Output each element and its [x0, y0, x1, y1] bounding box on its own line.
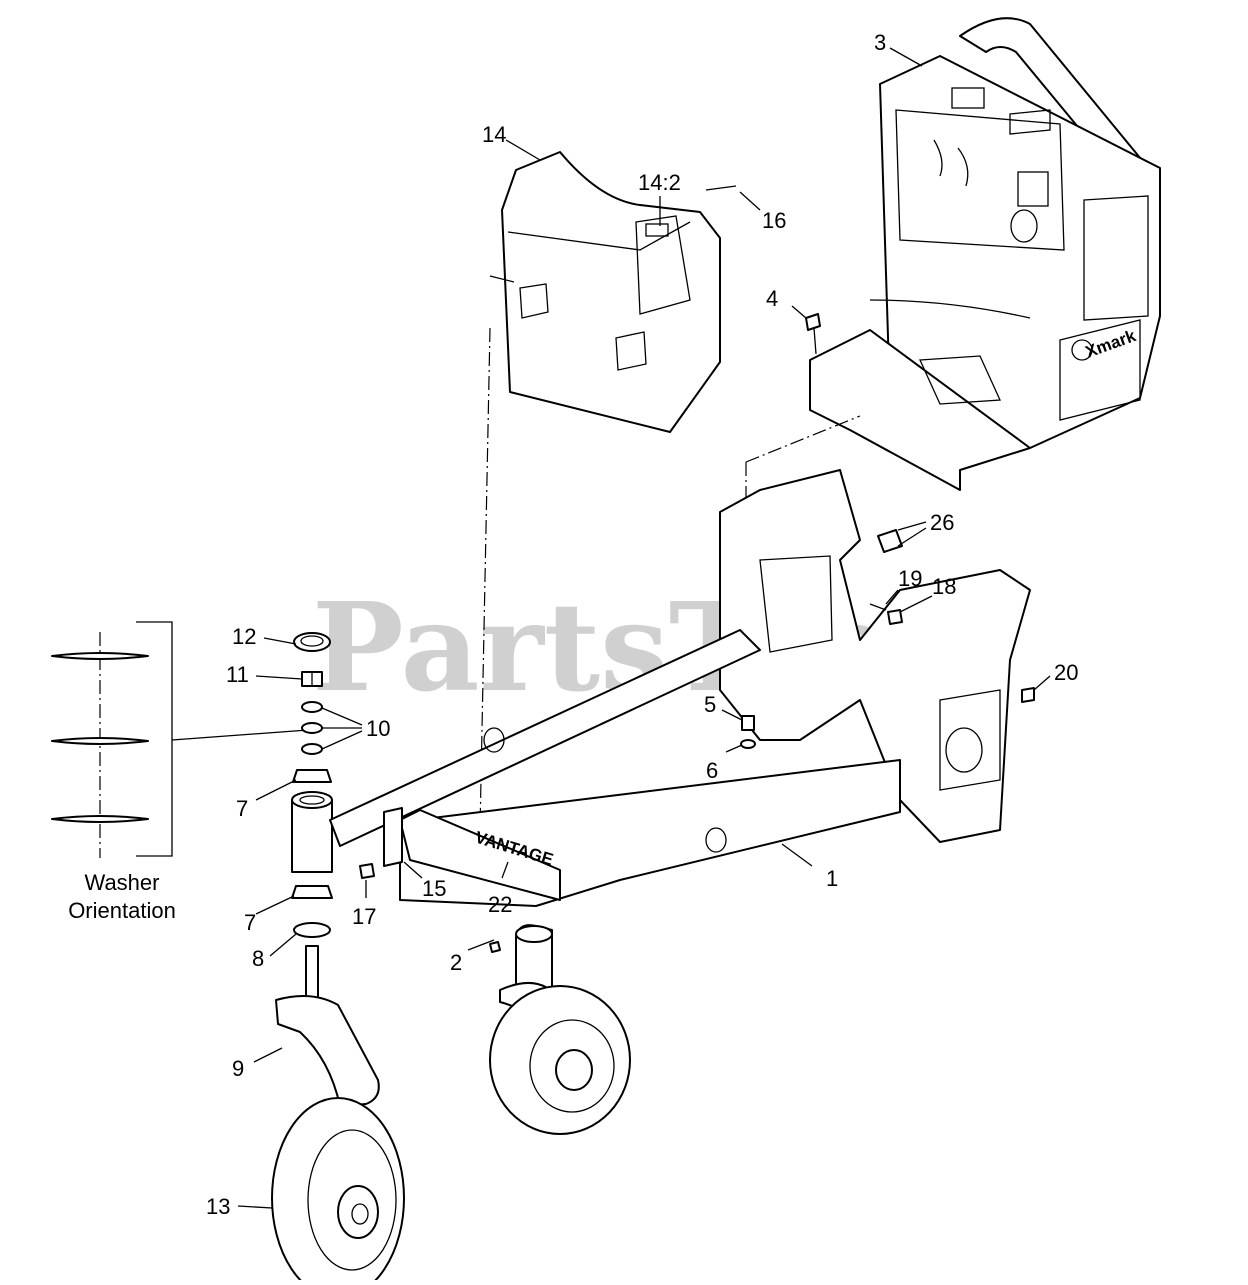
part-3-control-console: Xmark	[809, 17, 1161, 491]
part-7-bearing-upper	[292, 769, 332, 783]
part-10-washer-c	[301, 743, 323, 755]
part-4-bolt	[805, 313, 821, 331]
part-15-bracket	[383, 807, 403, 867]
washer-profile-middle	[51, 737, 149, 745]
callout-8: 8	[252, 946, 264, 971]
washer-profile-bottom	[51, 815, 149, 823]
part-20-nut	[1021, 687, 1035, 703]
caster-spindle	[305, 945, 319, 1001]
part-6-washer	[740, 739, 756, 749]
callout-26: 26	[930, 510, 954, 535]
part-8-seal	[293, 922, 331, 938]
washer-orientation-line2: Orientation	[68, 898, 176, 923]
callout-9: 9	[232, 1056, 244, 1081]
callout-19: 19	[898, 566, 922, 591]
part-18-clip	[887, 609, 903, 625]
callout-4: 4	[766, 286, 778, 311]
frame-rear-tower	[719, 469, 1031, 843]
washer-orientation-inset: Washer Orientation	[51, 621, 309, 923]
callout-18: 18	[932, 574, 956, 599]
part-10-washer-b	[301, 722, 323, 734]
callout-7-upper: 7	[236, 796, 248, 821]
callout-20: 20	[1054, 660, 1078, 685]
caster-tube	[291, 799, 333, 873]
part-10-washer-a	[301, 701, 323, 713]
callout-22: 22	[488, 892, 512, 917]
part-7-bearing-lower	[291, 885, 333, 899]
part-17-nut	[359, 863, 375, 879]
callout-2: 2	[450, 950, 462, 975]
part-1-main-frame: VANTAGE	[329, 469, 1031, 991]
callout-11: 11	[226, 662, 249, 687]
front-right-wheel	[489, 982, 631, 1135]
callout-12: 12	[232, 624, 256, 649]
part-22-front-crossbar	[399, 809, 561, 901]
part-5-spacer	[741, 715, 755, 731]
washer-profile-top	[51, 652, 149, 660]
callout-14: 14	[482, 122, 506, 147]
callout-5: 5	[704, 692, 716, 717]
part-14-seat-panel	[479, 151, 721, 831]
part-13-caster-wheel	[271, 1097, 405, 1285]
callout-15: 15	[422, 876, 446, 901]
callout-16: 16	[762, 208, 786, 233]
callout-17: 17	[352, 904, 376, 929]
caster-stack	[271, 632, 405, 1285]
console-floor-plate	[809, 329, 1031, 491]
callout-7-lower: 7	[244, 910, 256, 935]
part-26-clip	[877, 529, 903, 553]
part-2-screw	[489, 941, 501, 953]
frame-left-rail	[329, 629, 761, 847]
part-9-caster-fork	[275, 995, 380, 1107]
callout-1: 1	[826, 866, 838, 891]
callout-10: 10	[366, 716, 390, 741]
callout-6: 6	[706, 758, 718, 783]
callout-3: 3	[874, 30, 886, 55]
callout-13: 13	[206, 1194, 230, 1219]
washer-orientation-line1: Washer	[85, 870, 160, 895]
callout-14-2: 14:2	[638, 170, 681, 195]
